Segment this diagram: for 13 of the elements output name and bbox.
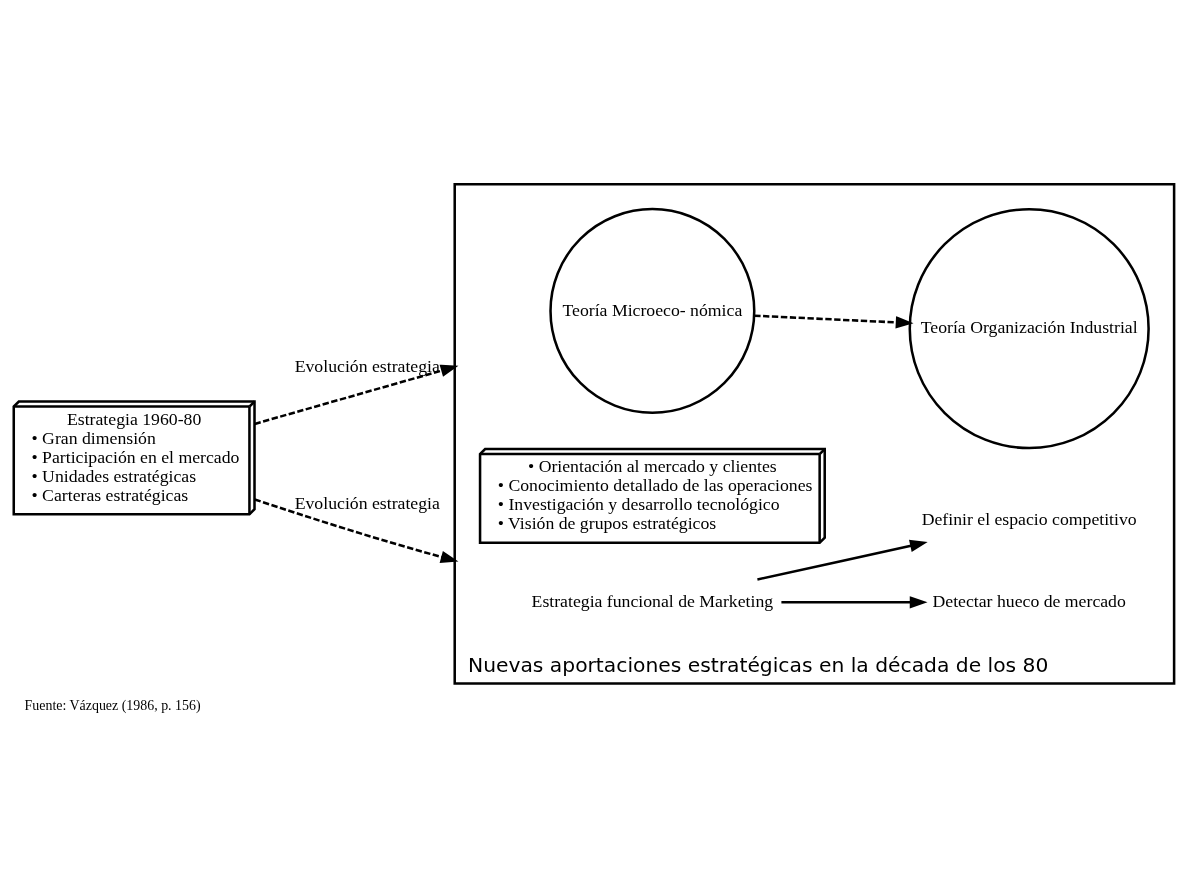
arrow	[781, 596, 928, 609]
edge-label: Evolución estrategia	[294, 492, 440, 513]
arrow	[754, 314, 914, 329]
node-text: Definir el espacio competitivo	[921, 508, 1137, 529]
edge-label: Evolución estrategia	[294, 355, 440, 376]
node-circle: Teoría Microeco- nómica	[549, 207, 756, 415]
node-text: Estrategia funcional de Marketing	[531, 591, 774, 612]
arrow	[254, 364, 459, 426]
arrow	[254, 498, 459, 563]
caption: Fuente: Vázquez (1986, p. 156)	[24, 697, 201, 713]
arrow	[757, 539, 928, 581]
node-circle: Teoría Organización Industrial	[908, 207, 1150, 450]
node-text: Detectar hueco de mercado	[932, 591, 1126, 612]
